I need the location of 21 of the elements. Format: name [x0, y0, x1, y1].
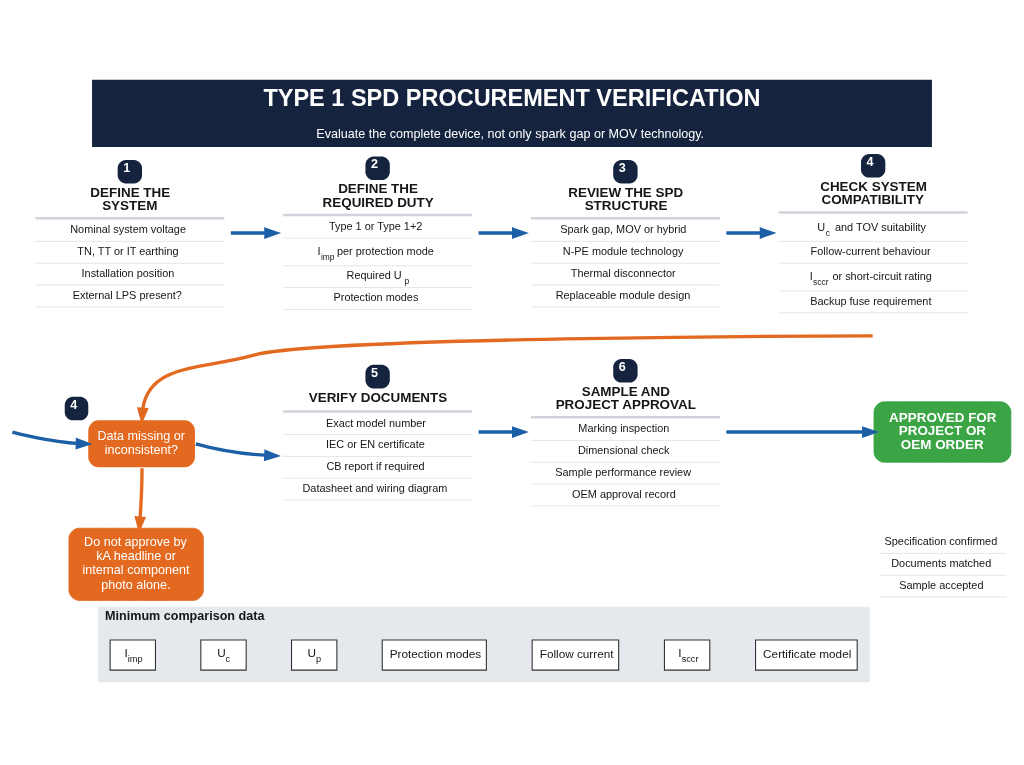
node-box: APPROVED FOR PROJECT OR OEM ORDER — [873, 401, 1012, 463]
arrow — [726, 227, 777, 239]
diagram-title: TYPE 1 SPD PROCUREMENT VERIFICATION — [263, 85, 761, 112]
node-label: Sample accepted — [899, 579, 984, 592]
node-box: U$_{c}$ — [200, 639, 247, 671]
node-box: Follow current — [531, 639, 620, 671]
node-box: Certificate model — [755, 639, 858, 671]
arrow — [726, 426, 879, 438]
arrow — [478, 426, 529, 438]
node-box: Do not approve by kA headline or internal component photo alone. — [68, 527, 204, 601]
node-label: Documents matched — [891, 557, 992, 570]
arrow — [11, 430, 93, 450]
node-box: U$_{p}$ — [291, 639, 338, 671]
arrow — [195, 442, 281, 462]
node-label: Specification confirmed — [884, 535, 998, 548]
arrow — [478, 227, 529, 239]
caption: Evaluate the complete device, not only spark gap or MOV technology. — [316, 126, 705, 141]
arrow — [230, 227, 282, 239]
node-box: Protection modes — [381, 639, 487, 671]
node-box: I$_{sccr}$ — [663, 639, 711, 671]
node-box: I$_{imp}$ — [109, 639, 156, 671]
